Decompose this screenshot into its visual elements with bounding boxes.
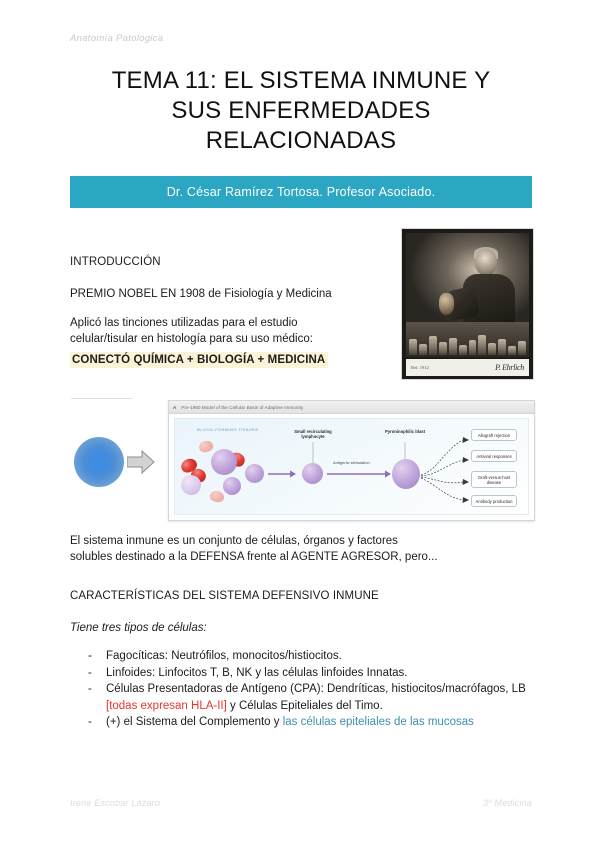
list-item-segment-highlight-blue: las células epiteliales de las mucosas — [282, 716, 474, 728]
title-line-1: TEMA 11: EL SISTEMA INMUNE Y — [111, 67, 491, 94]
immunology-diagram: A Pre-1960 Model of the Cellular Basis o… — [168, 400, 535, 521]
intro-paragraph-line-1: Aplicó las tinciones utilizadas para el … — [70, 317, 298, 329]
diagram-arrow-1-icon — [268, 470, 296, 478]
diagram-panel-letter: A — [173, 404, 177, 410]
photo-figure-head — [474, 249, 497, 276]
outcome-box-antibody-production: Antibody production — [471, 495, 517, 508]
list-item: - Células Presentadoras de Antígeno (CPA… — [88, 681, 530, 714]
photo-bottles — [406, 331, 529, 355]
diagram-canvas: BLOOD-FORMING TISSUES Small recirculatin… — [174, 418, 529, 515]
diagram-leader-line-2 — [404, 442, 406, 462]
section-heading-introduccion: INTRODUCCIÓN — [70, 256, 161, 268]
red-blood-cell-pale — [209, 489, 225, 504]
diagram-leader-line-1 — [312, 442, 314, 464]
title-line-3: RELACIONADAS — [205, 127, 397, 154]
diagram-tissue-label: BLOOD-FORMING TISSUES — [197, 427, 259, 432]
definition-line-2: solubles destinado a la DEFENSA frente a… — [70, 551, 438, 563]
bullet-marker: - — [88, 716, 92, 728]
highlighted-statement: CONECTÓ QUÍMICA + BIOLOGÍA + MEDICINA — [70, 352, 329, 368]
diagram-fanout-arrows-icon — [420, 437, 469, 503]
divider-rule — [71, 398, 132, 399]
lymphocyte-recirculating — [302, 463, 323, 484]
list-item-segment: (+) el Sistema del Complemento y — [106, 716, 283, 728]
lymphocyte-pale — [181, 475, 201, 495]
author-banner: Dr. César Ramírez Tortosa. Profesor Asoc… — [70, 176, 532, 208]
intro-paragraph-line-2: celular/tisular en histología para su us… — [70, 333, 313, 345]
list-item-segment-highlight-red: [todas expresan HLA-II] — [106, 699, 227, 712]
photo-caption: Ref. 1912 P. Ehrlich — [406, 359, 529, 376]
definition-line-1: El sistema inmune es un conjunto de célu… — [70, 535, 398, 547]
footer-author: Irene Escobar Lázaro — [70, 798, 161, 808]
photo-flask — [439, 292, 455, 315]
historical-photo: Ref. 1912 P. Ehrlich — [401, 228, 534, 380]
section-heading-caracteristicas: CARACTERÍSTICAS DEL SISTEMA DEFENSIVO IN… — [70, 590, 379, 602]
list-item: - Fagocíticas: Neutrófilos, monocitos/hi… — [88, 648, 530, 665]
gray-arrow-icon — [127, 450, 155, 474]
list-item-text: Linfoides: Linfocitos T, B, NK y las cél… — [106, 666, 408, 679]
list-item-text: Células Presentadoras de Antígeno (CPA):… — [106, 681, 530, 714]
diagram-titlebar: A Pre-1960 Model of the Cellular Basis o… — [169, 401, 534, 414]
outcome-box-graft-versus-host-disease: Graft-versus-host disease — [471, 471, 517, 489]
footer-course: 3º Medicina — [482, 798, 532, 808]
cell-types-list: - Fagocíticas: Neutrófilos, monocitos/hi… — [88, 648, 530, 731]
page-footer: Irene Escobar Lázaro 3º Medicina — [70, 798, 532, 808]
diagram-arrow-2-icon — [327, 470, 391, 478]
photo-signature: P. Ehrlich — [495, 363, 524, 372]
bullet-marker: - — [88, 683, 92, 695]
lymphocyte — [211, 449, 237, 475]
blue-cell-illustration — [74, 437, 124, 487]
cell-types-lead-in: Tiene tres tipos de células: — [70, 622, 207, 634]
photo-image — [406, 233, 529, 357]
diagram-label-lymphocyte: Small recirculating lymphocyte — [294, 429, 332, 440]
author-banner-text: Dr. César Ramírez Tortosa. Profesor Asoc… — [166, 185, 436, 199]
outcome-box-antiviral-responses: Antiviral responses — [471, 450, 517, 463]
lymphocyte — [245, 464, 264, 483]
list-item: - (+) el Sistema del Complemento y las c… — [88, 714, 530, 731]
diagram-label-blast: Pyroninophilic blast — [384, 429, 426, 434]
bullet-marker: - — [88, 666, 92, 679]
page-title: TEMA 11: EL SISTEMA INMUNE Y SUS ENFERME… — [70, 66, 532, 156]
title-line-2: SUS ENFERMEDADES — [171, 97, 431, 124]
nobel-line: PREMIO NOBEL EN 1908 de Fisiología y Med… — [70, 288, 332, 300]
lymphocyte — [223, 477, 241, 495]
immune-system-definition: El sistema inmune es un conjunto de célu… — [70, 533, 438, 565]
intro-paragraph: Aplicó las tinciones utilizadas para el … — [70, 315, 313, 347]
outcome-box-allograft-rejection: Allograft rejection — [471, 429, 517, 442]
course-label: Anatomía Patológica — [70, 33, 164, 44]
pyroninophilic-blast — [392, 459, 420, 489]
diagram-label-stimulation: Antigenic stimulation — [333, 460, 370, 465]
list-item-segment: Células Presentadoras de Antígeno (CPA):… — [106, 683, 526, 695]
photo-caption-reference: Ref. 1912 — [411, 365, 429, 370]
list-item-text: Fagocíticas: Neutrófilos, monocitos/hist… — [106, 650, 342, 662]
bullet-marker: - — [88, 650, 92, 662]
red-blood-cell-pale — [197, 439, 215, 454]
diagram-panel-title: Pre-1960 Model of the Cellular Basis of … — [181, 404, 304, 410]
photo-lab-bench — [406, 322, 529, 357]
list-item: - Linfoides: Linfocitos T, B, NK y las c… — [88, 665, 530, 682]
list-item-segment: y Células Epiteliales del Timo. — [226, 699, 383, 712]
list-item-text: (+) el Sistema del Complemento y las cél… — [106, 714, 530, 731]
